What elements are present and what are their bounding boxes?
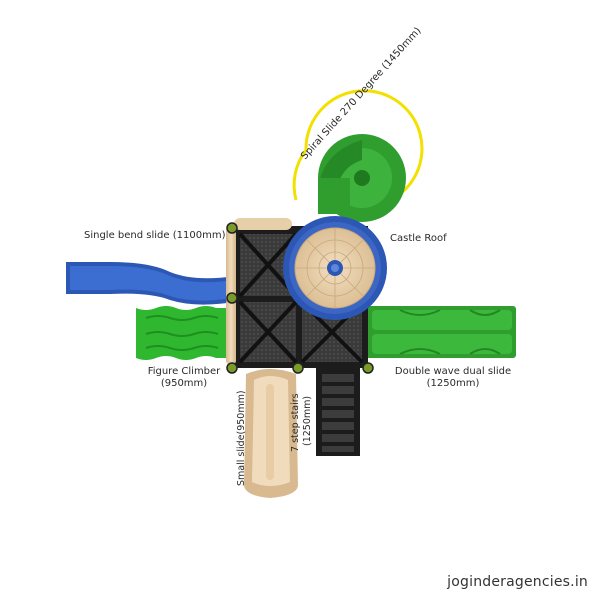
label-small-slide: Small slide(950mm) — [236, 390, 247, 486]
label-single-bend-slide: Single bend slide (1100mm) — [84, 230, 226, 241]
spiral-slide — [318, 134, 406, 222]
label-figure-climber-size: (950mm) — [160, 378, 208, 389]
seven-step-stairs — [316, 368, 360, 456]
spiral-slide-arc-2 — [292, 149, 308, 201]
label-figure-climber: Figure Climber — [147, 366, 221, 377]
label-stairs-size: (1250mm) — [302, 396, 313, 446]
castle-roof — [283, 216, 387, 320]
label-stairs: 7 step stairs — [290, 393, 301, 452]
figure-climber — [136, 306, 232, 360]
label-castle-roof: Castle Roof — [390, 233, 447, 244]
single-bend-slide — [66, 262, 235, 305]
label-double-wave-size: (1250mm) — [426, 378, 480, 389]
small-slide — [244, 369, 298, 498]
double-wave-dual-slide — [366, 306, 516, 358]
watermark: joginderagencies.in — [447, 574, 588, 590]
label-double-wave: Double wave dual slide — [394, 366, 512, 377]
